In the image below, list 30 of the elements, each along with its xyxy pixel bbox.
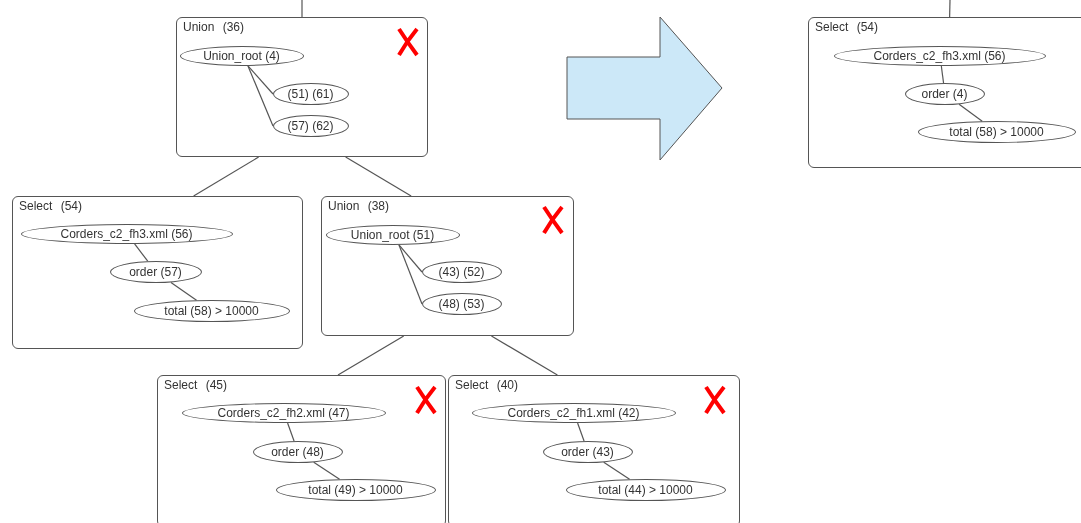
- connector-line: [949, 0, 951, 18]
- operator-box: [321, 196, 574, 336]
- connector-line: [577, 422, 585, 442]
- operator-box: [12, 196, 303, 349]
- connector-line: [337, 335, 405, 376]
- operator-title: Select (45): [164, 378, 228, 392]
- connector-line: [247, 65, 274, 127]
- operator-title: Select (40): [455, 378, 519, 392]
- operator-box: [176, 17, 428, 157]
- connector-line: [134, 243, 149, 262]
- connector-line: [170, 281, 198, 301]
- connector-line: [193, 156, 260, 197]
- operator-box: [808, 17, 1081, 168]
- connector-line: [603, 461, 631, 480]
- connector-line: [940, 65, 945, 84]
- connector-line: [301, 0, 303, 18]
- connector-line: [287, 422, 295, 442]
- operator-box: [448, 375, 740, 523]
- operator-title: Select (54): [19, 199, 83, 213]
- operator-title: Union (36): [183, 20, 245, 34]
- operator-title: Select (54): [815, 20, 879, 34]
- connector-line: [490, 335, 558, 376]
- connector-line: [398, 244, 423, 305]
- connector-line: [958, 103, 983, 122]
- connector-line: [313, 461, 341, 480]
- connector-line: [345, 156, 412, 197]
- connector-line: [398, 244, 423, 273]
- operator-box: [157, 375, 446, 523]
- connector-line: [247, 65, 274, 95]
- operator-title: Union (38): [328, 199, 390, 213]
